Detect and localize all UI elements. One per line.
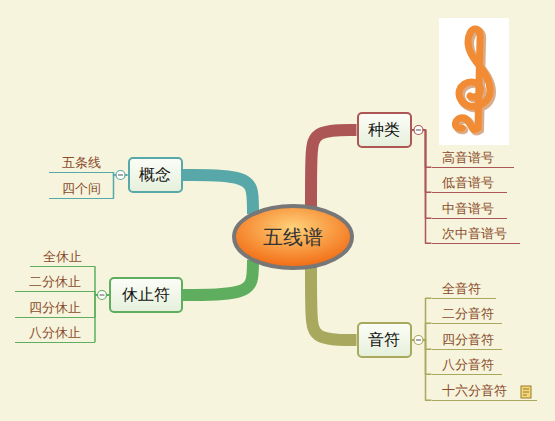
node-label: 四分音符 bbox=[442, 331, 494, 348]
toggle-minus bbox=[416, 340, 421, 341]
picture-frame bbox=[439, 18, 509, 145]
node-label: 休止符 bbox=[122, 285, 170, 306]
leaf-connector bbox=[95, 295, 109, 342]
node-label: 四分休止 bbox=[29, 299, 81, 316]
node-label: 四个间 bbox=[62, 180, 101, 197]
node-label: 音符 bbox=[368, 330, 400, 351]
leaf-item: 全音符 bbox=[432, 280, 496, 299]
leaf-item: 二分音符 bbox=[432, 305, 502, 324]
leaf-item: 十六分音符 bbox=[432, 382, 537, 401]
main-branch bbox=[183, 260, 253, 295]
clef-stroke bbox=[455, 29, 490, 130]
main-branch bbox=[311, 130, 357, 207]
leaf-item: 次中音谱号 bbox=[432, 225, 520, 244]
toggle-circle bbox=[414, 336, 423, 345]
toggle-circle bbox=[116, 171, 125, 180]
leaf-item: 低音谱号 bbox=[432, 174, 507, 193]
node-label: 八分音符 bbox=[442, 356, 494, 373]
leaf-item: 五条线 bbox=[49, 154, 114, 173]
leaf-item: 中音谱号 bbox=[432, 200, 507, 219]
leaf-item: 四分休止 bbox=[15, 299, 95, 318]
node-label: 高音谱号 bbox=[442, 149, 494, 166]
central-topic: 五线谱 bbox=[231, 203, 355, 271]
note-line bbox=[523, 395, 527, 396]
leaf-connector bbox=[412, 130, 432, 192]
note-line bbox=[523, 389, 529, 390]
node-label: 五线谱 bbox=[263, 224, 323, 251]
collapse-toggle bbox=[98, 291, 107, 300]
branch-box: 概念 bbox=[128, 157, 183, 193]
node-label: 种类 bbox=[368, 120, 400, 141]
collapse-toggle bbox=[116, 171, 125, 180]
main-branch bbox=[183, 175, 254, 214]
note-line bbox=[523, 392, 529, 393]
leaf-item: 高音谱号 bbox=[432, 149, 514, 168]
leaf-connector bbox=[412, 130, 432, 218]
collapse-toggle bbox=[414, 126, 423, 135]
leaf-connector bbox=[412, 130, 432, 167]
leaf-item: 全休止 bbox=[30, 248, 95, 267]
leaf-connector bbox=[412, 340, 432, 400]
leaf-connector bbox=[412, 298, 432, 340]
toggle-group bbox=[98, 126, 424, 345]
treble-clef-picture bbox=[439, 18, 509, 145]
node-label: 十六分音符 bbox=[442, 382, 507, 399]
toggle-minus bbox=[118, 175, 123, 176]
node-label: 全音符 bbox=[442, 280, 481, 297]
node-label: 全休止 bbox=[43, 248, 82, 265]
node-label: 五条线 bbox=[62, 154, 101, 171]
node-label: 概念 bbox=[139, 165, 171, 186]
leaf-item: 四分音符 bbox=[432, 331, 502, 350]
toggle-circle bbox=[98, 291, 107, 300]
branch-box: 音符 bbox=[357, 322, 412, 358]
node-label: 次中音谱号 bbox=[442, 225, 507, 242]
note-paper bbox=[521, 386, 531, 398]
branch-box: 种类 bbox=[357, 112, 412, 148]
note-icon bbox=[521, 386, 531, 398]
node-label: 低音谱号 bbox=[442, 174, 494, 191]
ellipse-shape bbox=[234, 206, 352, 268]
branch-box: 休止符 bbox=[109, 277, 183, 313]
leaf-item: 四个间 bbox=[49, 180, 114, 199]
toggle-minus bbox=[100, 295, 105, 296]
collapse-toggle bbox=[414, 336, 423, 345]
connector-group bbox=[95, 130, 432, 400]
node-label: 中音谱号 bbox=[442, 200, 494, 217]
leaf-connector bbox=[412, 340, 432, 374]
leaf-item: 八分音符 bbox=[432, 356, 502, 375]
toggle-circle bbox=[414, 126, 423, 135]
toggle-minus bbox=[416, 130, 421, 131]
node-label: 二分休止 bbox=[29, 273, 81, 290]
leaf-item: 八分休止 bbox=[15, 324, 95, 343]
main-branch bbox=[311, 267, 357, 340]
node-label: 八分休止 bbox=[29, 324, 81, 341]
leaf-item: 二分休止 bbox=[15, 273, 95, 292]
leaf-connector bbox=[412, 130, 432, 243]
node-label: 二分音符 bbox=[442, 305, 494, 322]
